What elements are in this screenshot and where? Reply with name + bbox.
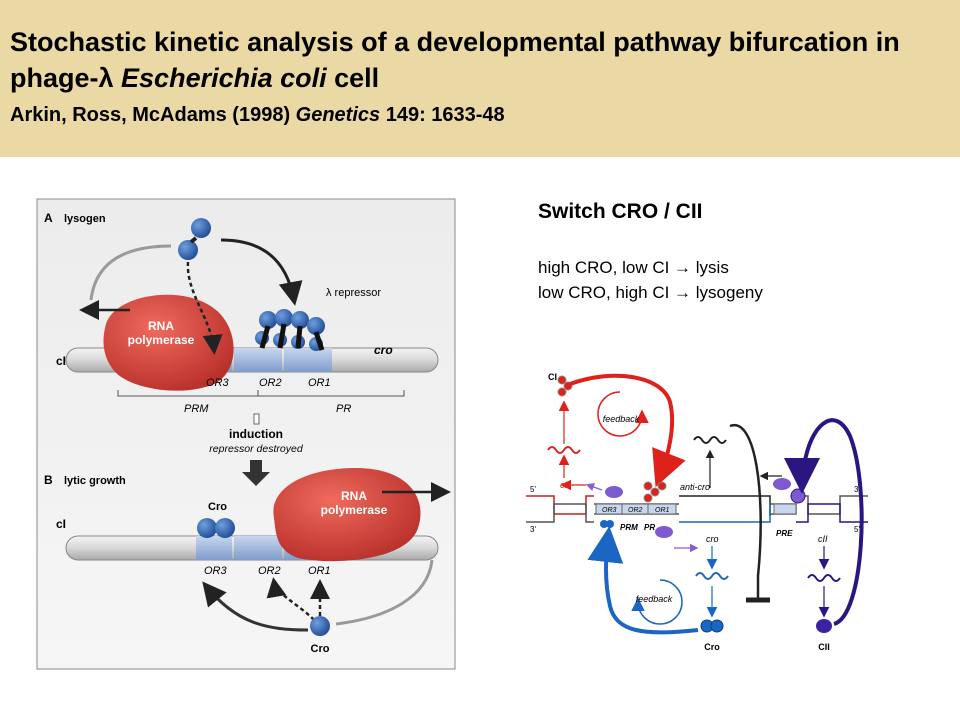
anti-cro-mrna — [693, 436, 727, 444]
pr-label-a: PR — [336, 403, 351, 415]
anti-cro-repression — [729, 423, 762, 600]
rule-lysis: high CRO, low CI → lysis — [538, 258, 729, 277]
or1-box — [647, 503, 677, 515]
switch-title: Switch CRO / CII — [538, 200, 703, 223]
cii-bound-pre — [790, 488, 806, 504]
cro-bound-label: Cro — [208, 501, 227, 513]
gene-cro-a: cro — [374, 343, 393, 357]
induction-arrow — [242, 460, 270, 486]
repressor-ball-2 — [178, 240, 198, 260]
panel-a-letter: A — [44, 211, 53, 225]
or3-small: OR3 — [602, 507, 617, 514]
cii-blob-1 — [605, 486, 623, 498]
ci-protein-icon — [557, 375, 573, 397]
pre-box — [773, 503, 797, 515]
panel-a-title: lysogen — [64, 213, 106, 225]
five-prime-1: 5' — [530, 485, 536, 494]
rna-pol-label-b2: polymerase — [321, 503, 388, 517]
red-feedback-arrow — [569, 373, 686, 488]
or2-label-b: OR2 — [258, 565, 281, 577]
blue-feedback-circle — [631, 579, 683, 625]
pr-label: PR — [644, 523, 655, 532]
dashed-arrow-a — [186, 261, 223, 355]
dashed-arrow-b1 — [266, 577, 315, 621]
repressor-label: λ repressor — [326, 287, 381, 299]
arc-right-b — [335, 559, 434, 626]
dna-strands — [526, 495, 868, 523]
citation: Arkin, Ross, McAdams (1998) Genetics 149… — [10, 104, 505, 126]
or2-label-a: OR2 — [259, 377, 282, 389]
rna-pol-label-b1: RNA — [341, 489, 367, 503]
or1-box-a — [284, 348, 332, 372]
arc-left-b — [202, 581, 309, 632]
feedback-label-1: feedback — [603, 414, 640, 424]
pre-label: PRE — [776, 529, 793, 538]
induction-label: induction — [229, 427, 283, 441]
blue-feedback-arrow — [587, 526, 699, 635]
prm-label-a: PRM — [184, 403, 209, 415]
or1-small: OR1 — [655, 507, 670, 514]
or3-label-a: OR3 — [206, 377, 230, 389]
cii-blob-2 — [655, 526, 673, 538]
cro-mrna — [695, 572, 729, 580]
arc-right-a — [220, 238, 303, 306]
or1-label-a: OR1 — [308, 377, 331, 389]
prm-label: PRM — [620, 523, 638, 532]
panel-b-letter: B — [44, 473, 53, 487]
cii-mrna — [807, 574, 841, 582]
cii-blob-3 — [773, 478, 791, 490]
rule-lysogeny: low CRO, high CI → lysogeny — [538, 283, 763, 302]
ci-bound-icon — [643, 481, 667, 503]
switch-circuit-figure: OR3 OR2 OR1 PRE PRM PR 5' 3' 3' 5' CI cl… — [526, 372, 868, 652]
gene-ci-b: cI — [56, 517, 66, 531]
three-prime-1: 3' — [530, 525, 536, 534]
induction-sub: repressor destroyed — [209, 443, 304, 455]
cii-protein — [816, 619, 832, 633]
gene-ci-a: cI — [56, 354, 66, 368]
cro-protein-2 — [710, 619, 724, 633]
cro-label: Cro — [704, 642, 720, 652]
rna-polymerase-a — [103, 294, 234, 391]
arc-left-a — [89, 244, 172, 301]
cii-activation-arrow — [784, 418, 864, 626]
lambda-switch-figure: A lysogen RNA polymerase cI cro λ repres… — [36, 198, 456, 670]
cii-gene-label: cII — [818, 534, 828, 544]
cii-label: CII — [818, 642, 830, 652]
or2-box-a — [234, 348, 282, 372]
rna-pol-label-a1: RNA — [148, 319, 174, 333]
ci-mrna — [547, 446, 581, 454]
cro-bound-dot-2 — [606, 520, 614, 528]
red-feedback-circle — [597, 391, 649, 437]
cro-bound-dot-1 — [600, 520, 608, 528]
feedback-label-2: feedback — [636, 594, 673, 604]
cro-free — [310, 616, 330, 636]
five-prime-2: 5' — [854, 525, 860, 534]
cro-bound-1 — [197, 518, 217, 538]
slide-title: Stochastic kinetic analysis of a develop… — [10, 27, 900, 93]
anti-cro-label: anti-cro — [680, 482, 710, 492]
repressor-ball-1 — [191, 218, 211, 238]
cro-gene-label: cro — [706, 534, 719, 544]
three-prime-2: 3' — [854, 485, 860, 494]
or1-label-b: OR1 — [308, 565, 331, 577]
panel-b-title: lytic growth — [64, 475, 126, 487]
ci-top-label: CI — [548, 372, 557, 382]
cro-bound-2 — [215, 518, 235, 538]
lambda-repressor-complex — [255, 309, 325, 351]
or2-small: OR2 — [628, 507, 643, 514]
cro-free-label: Cro — [311, 643, 330, 655]
header-band: Stochastic kinetic analysis of a develop… — [0, 0, 960, 157]
or3-label-b: OR3 — [204, 565, 228, 577]
rna-pol-label-a2: polymerase — [128, 333, 195, 347]
